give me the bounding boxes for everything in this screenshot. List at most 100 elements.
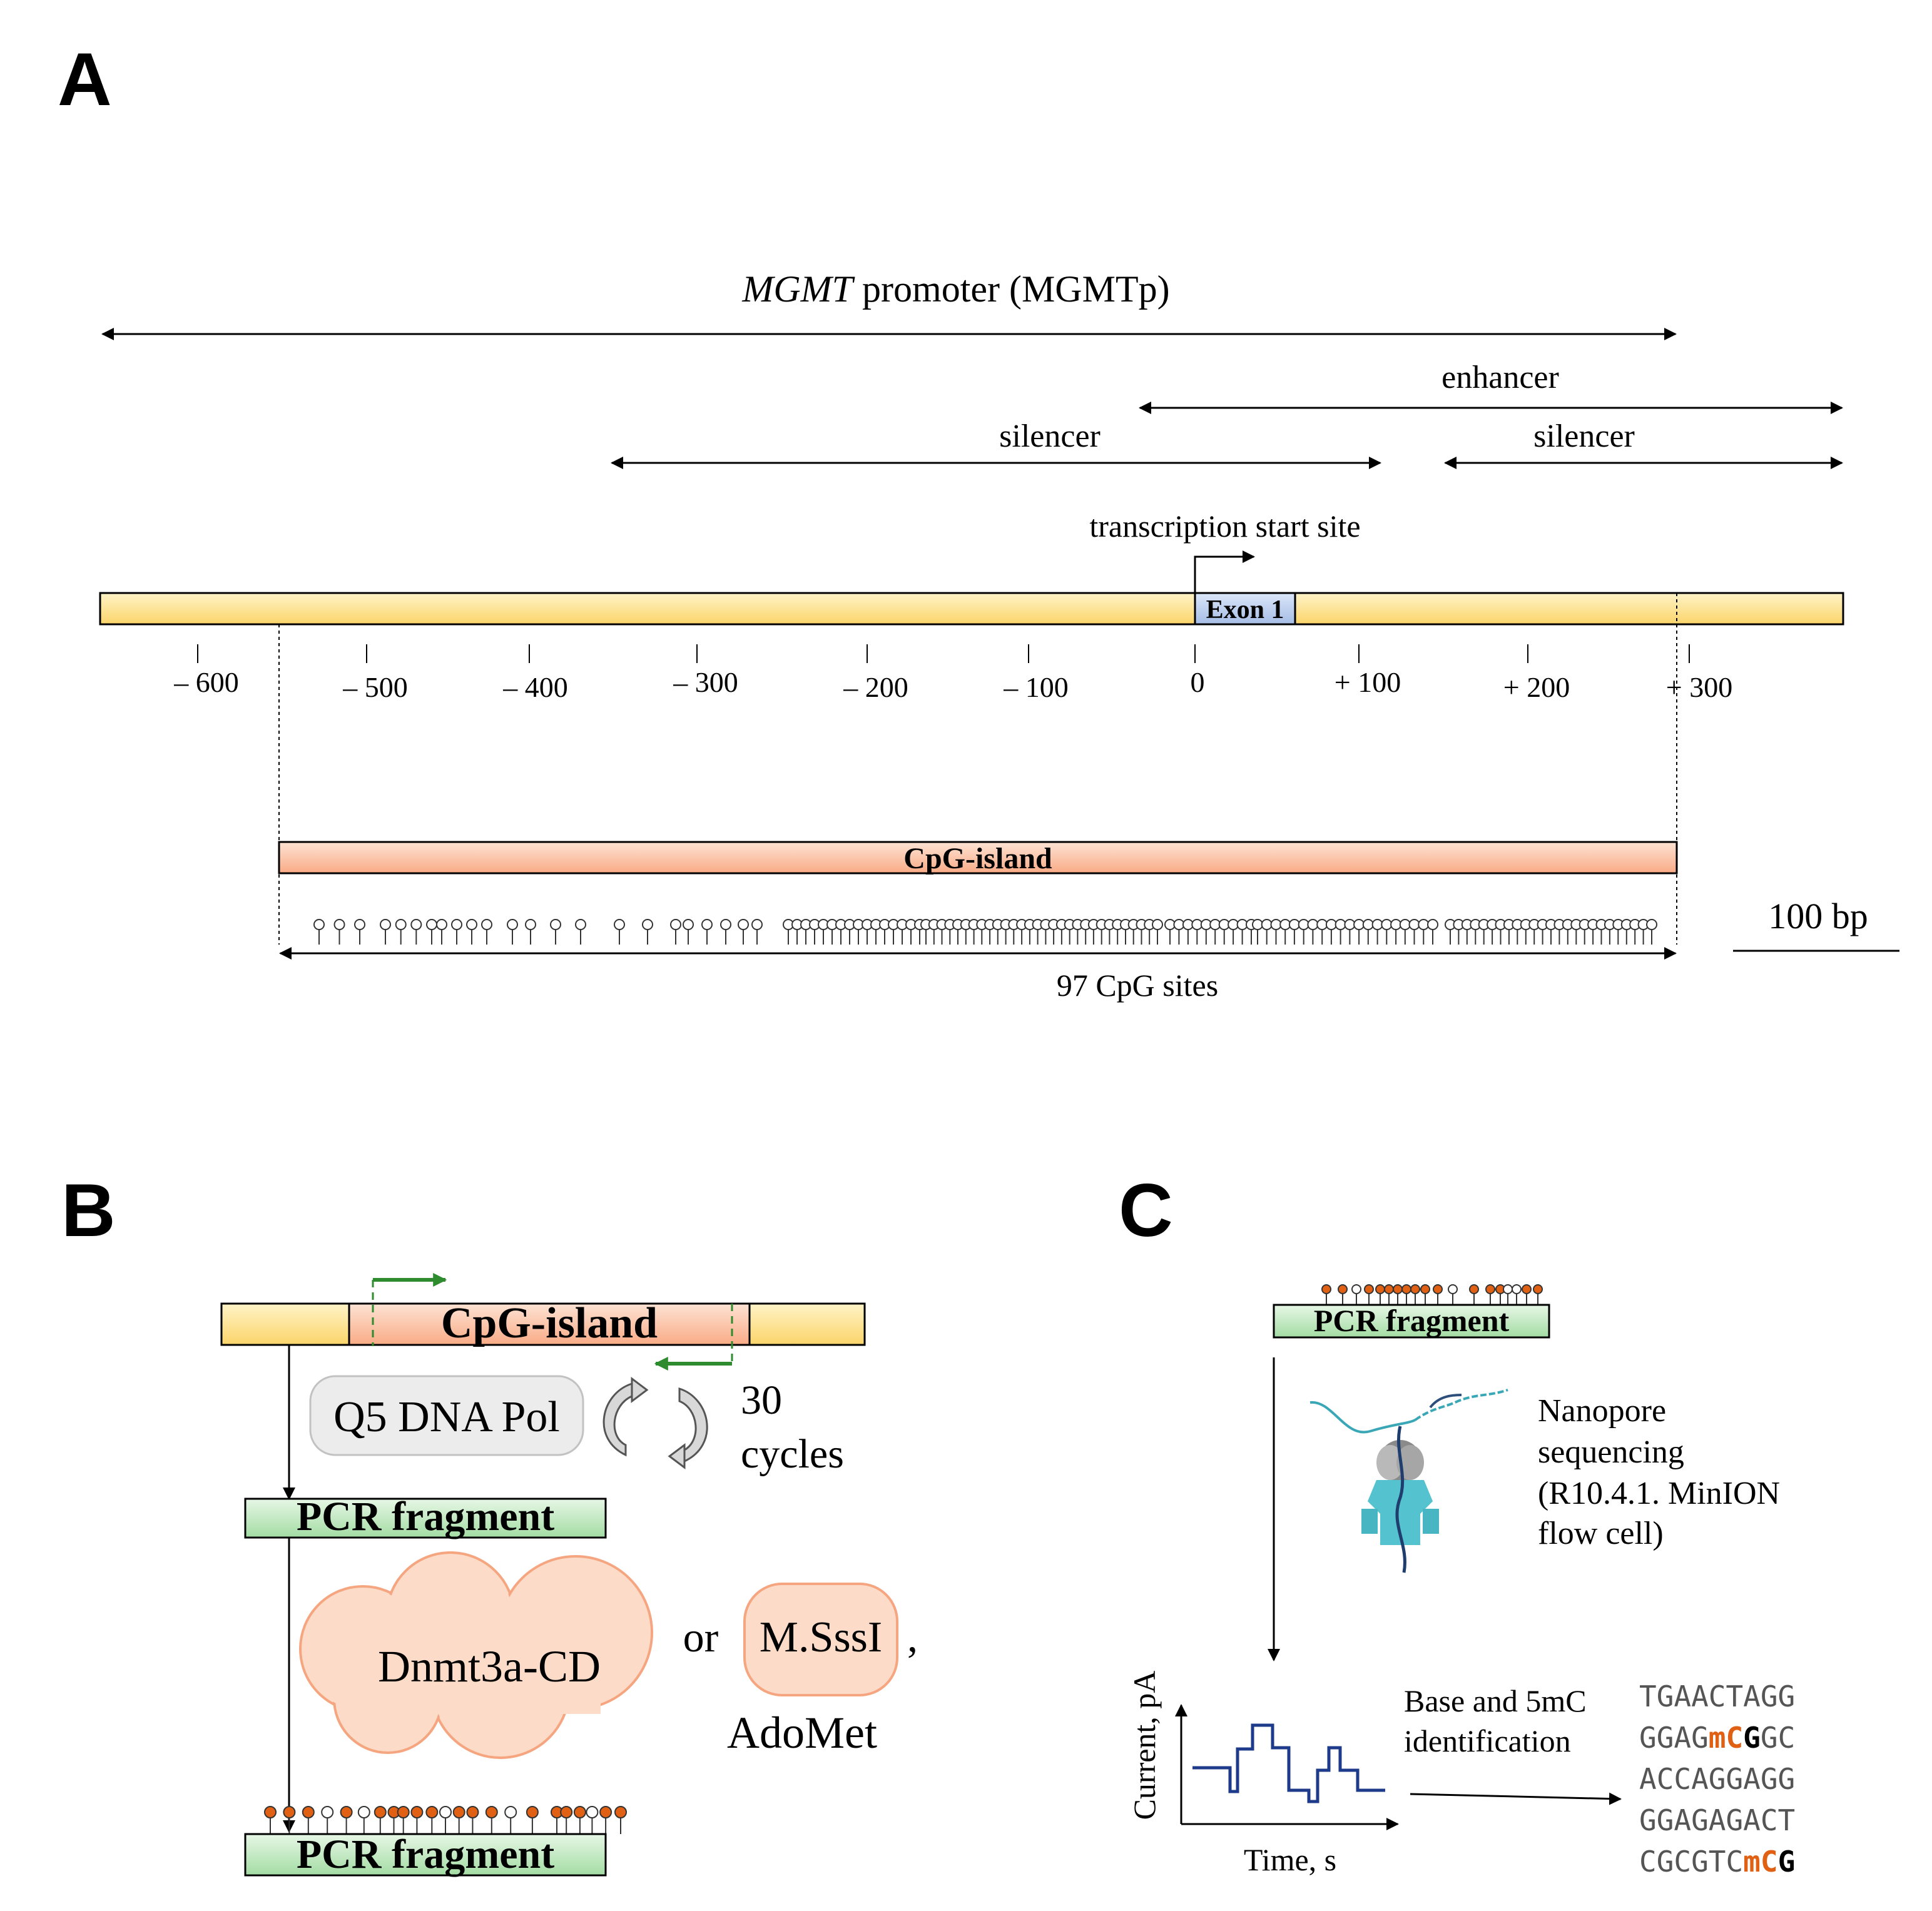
cpg-site: [1399, 919, 1411, 945]
comma-label: ,: [907, 1613, 918, 1661]
cpg-site: [1418, 919, 1430, 945]
cpg-site: [374, 1806, 387, 1834]
tick-label: + 300: [1666, 671, 1732, 703]
sequence-line: GGAGmCGGC: [1639, 1721, 1795, 1755]
mssi-box: [743, 1583, 898, 1696]
cpg-site: [1371, 919, 1383, 945]
cpg-site: [466, 919, 477, 945]
cpg-site: [1307, 919, 1319, 945]
cpg-site: [1236, 919, 1248, 945]
exon-1-label: Exon 1: [1206, 596, 1284, 624]
cpg-site: [1228, 919, 1239, 945]
cpg-site: [599, 1806, 613, 1834]
nanopore-line-1: Nanopore: [1538, 1393, 1666, 1429]
identification-line-2: identification: [1404, 1723, 1571, 1758]
cpg-site: [1000, 919, 1012, 945]
cpg-site: [1040, 919, 1052, 945]
cpg-site: [1448, 1284, 1458, 1305]
cpg-site: [1604, 919, 1615, 945]
cpg-site: [481, 919, 492, 945]
cpg-site: [397, 1806, 410, 1834]
cpg-site: [340, 1806, 353, 1834]
cpg-site: [1390, 919, 1402, 945]
b-pcr-fragment-2-label: PCR fragment: [297, 1832, 554, 1877]
cpg-site: [1375, 1284, 1385, 1305]
c-pcr-fragment-label: PCR fragment: [1314, 1303, 1510, 1338]
cpg-site: [1595, 919, 1607, 945]
sequence-run: TGAACTAGG: [1639, 1680, 1795, 1713]
cpg-site: [835, 919, 847, 945]
cpg-site: [525, 919, 536, 945]
cpg-site: [1344, 919, 1356, 945]
nanopore-icon: [1309, 1389, 1508, 1573]
cpg-site: [357, 1806, 370, 1834]
cpg-site: [410, 1806, 424, 1834]
q5-polymerase-label: Q5 DNA Pol: [333, 1393, 560, 1441]
cpg-site: [1384, 1284, 1394, 1305]
sequence-run: GGAG: [1639, 1721, 1709, 1755]
nanopore-line-4: flow cell): [1538, 1516, 1664, 1551]
b-pcr-fragment-1-label: PCR fragment: [297, 1494, 554, 1539]
b-pcr-fragment-2: [244, 1833, 607, 1877]
cpg-site: [1485, 1284, 1495, 1305]
cpg-site: [1191, 919, 1203, 945]
dnmt3a-cd-label: Dnmt3a-CD: [378, 1641, 601, 1691]
cpg-site: [844, 919, 855, 945]
cpg-site: [1533, 1284, 1543, 1305]
cpg-site: [573, 1806, 586, 1834]
nanopore-line-3: (R10.4.1. MinION: [1538, 1476, 1780, 1511]
cpg-site: [575, 919, 586, 945]
cpg-site: [1252, 919, 1263, 945]
cpg-site: [313, 919, 325, 945]
sequence-line: TGAACTAGG: [1639, 1680, 1795, 1713]
sequence-run: G: [1743, 1721, 1761, 1755]
tss-arrow: [1194, 550, 1255, 593]
q5-polymerase-box: [309, 1375, 584, 1456]
cpg-site: [1503, 1284, 1513, 1305]
cpg-site: [1200, 919, 1212, 945]
cpg-site: [1522, 1284, 1532, 1305]
b-pcr-fragment-1: [244, 1498, 607, 1539]
cpg-site: [853, 919, 864, 945]
tick-label: – 200: [843, 671, 908, 703]
scale-bar-label: 100 bp: [1768, 896, 1868, 936]
cpg-site: [738, 919, 749, 945]
cpg-site: [809, 919, 820, 945]
cpg-site: [1209, 919, 1221, 945]
current-trace: [1192, 1723, 1385, 1803]
cpg-site: [642, 919, 653, 945]
b-methylation-lollipops: [264, 1806, 627, 1834]
tick-label: – 400: [502, 671, 568, 703]
cpg-site: [395, 919, 407, 945]
panel-a-label: A: [58, 38, 112, 121]
cpg-site: [1321, 1284, 1331, 1305]
cpg-site: [1410, 1284, 1420, 1305]
c-pcr-fragment: [1273, 1304, 1550, 1339]
cpg-site: [1182, 919, 1194, 945]
cpg-site: [321, 1806, 334, 1834]
cpg-site: [1637, 919, 1649, 945]
cpg-site: [870, 919, 882, 945]
cpg-site: [452, 1806, 465, 1834]
cpg-site: [1164, 919, 1176, 945]
cpg-site: [507, 919, 518, 945]
cpg-site: [1335, 919, 1346, 945]
cpg-site: [1469, 1284, 1479, 1305]
promoter-label: MGMT promoter (MGMTp): [741, 268, 1169, 310]
tick-label: – 300: [673, 666, 738, 698]
cycles-number: 30: [741, 1377, 782, 1423]
enhancer-label: enhancer: [1441, 360, 1559, 395]
cpg-site: [1353, 919, 1365, 945]
cpg-site: [550, 919, 561, 945]
cpg-site: [1420, 1284, 1430, 1305]
sequence-line: GGAGAGACT: [1639, 1803, 1795, 1837]
cpg-site: [485, 1806, 498, 1834]
sequence-run: mC: [1709, 1721, 1743, 1755]
cpg-site: [560, 1806, 573, 1834]
sequence-run: GC: [1761, 1721, 1795, 1755]
cpg-site: [1261, 919, 1273, 945]
cpg-site: [1316, 919, 1328, 945]
tick-label: + 200: [1503, 671, 1570, 703]
cpg-site: [976, 919, 988, 945]
